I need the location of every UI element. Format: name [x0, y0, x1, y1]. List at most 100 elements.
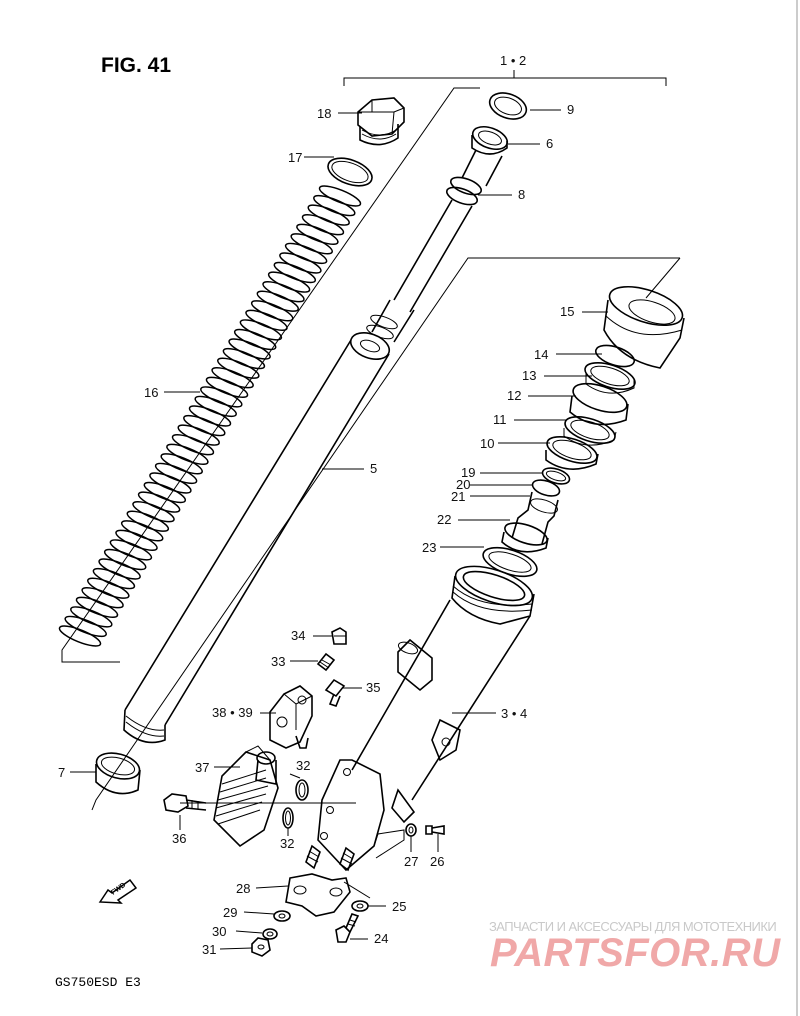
callout-26: 26 [430, 854, 444, 869]
spring-washer-30 [262, 928, 278, 940]
spring-coil [58, 625, 102, 647]
washer-20 [531, 479, 561, 497]
spring-coil [115, 529, 158, 551]
callout-8: 8 [518, 187, 525, 202]
spring-coil [166, 443, 209, 465]
callout-11: 11 [493, 412, 507, 427]
spring-coil [279, 252, 322, 274]
spring-coil [64, 615, 107, 638]
figure-title: FIG. 41 [101, 54, 171, 77]
spacer-21-22 [501, 491, 559, 553]
callout-labels: 1 • 2 18 9 6 17 8 15 16 14 13 12 11 10 5… [58, 53, 574, 957]
spring-coil [233, 328, 277, 351]
spring-coil [87, 577, 130, 599]
spring-coil [149, 472, 192, 494]
spring-coil [228, 338, 271, 360]
callout-9: 9 [567, 102, 574, 117]
callout-34: 34 [291, 628, 305, 643]
spring-coil [250, 300, 294, 322]
spring-coil [256, 290, 300, 312]
bolt-24 [335, 913, 360, 943]
callout-35: 35 [366, 680, 380, 695]
spring-coil [171, 434, 215, 456]
spring-coil [183, 414, 226, 437]
ring-19 [541, 467, 571, 485]
spring-coil [239, 319, 283, 341]
spring-coil [267, 271, 311, 293]
callout-6: 6 [546, 136, 553, 151]
spring-coil [205, 376, 249, 398]
guide-bush-11 [563, 416, 617, 446]
callout-1-2: 1 • 2 [500, 53, 526, 68]
callout-33: 33 [271, 654, 285, 669]
watermark-tagline: ЗАПЧАСТИ И АКСЕССУАРЫ ДЛЯ МОТОТЕХНИКИ [489, 919, 777, 934]
spring-coil [126, 510, 170, 532]
callout-10: 10 [480, 436, 494, 451]
damper-rod [366, 125, 509, 343]
spring-coil [188, 405, 232, 427]
fork-spring [58, 185, 362, 647]
spring-coil [273, 261, 317, 284]
spring-coil [143, 481, 187, 504]
spring-coil [301, 214, 345, 236]
spring-coil [177, 424, 220, 446]
assembly-outline-lower [91, 257, 681, 811]
spring-coil [103, 548, 147, 571]
spring-coil [284, 242, 328, 265]
callout-15: 15 [560, 304, 574, 319]
spring-coil [245, 309, 288, 331]
model-code: GS750ESD E3 [55, 975, 141, 990]
callout-14: 14 [534, 347, 548, 362]
callout-24: 24 [374, 931, 388, 946]
caliper-holder-37 [213, 745, 279, 848]
callout-37: 37 [195, 760, 209, 775]
callout-21: 21 [451, 489, 465, 504]
spring-coil [318, 185, 362, 207]
callout-18: 18 [317, 106, 331, 121]
leader-lines [70, 109, 608, 950]
forward-arrow-icon: FWD [98, 878, 138, 904]
watermark: ЗАПЧАСТИ И АКСЕССУАРЫ ДЛЯ МОТОТЕХНИКИ PA… [489, 919, 780, 975]
axle-holder-28 [285, 873, 351, 917]
callout-38-39: 38 • 39 [212, 705, 253, 720]
spring-coil [313, 194, 356, 217]
callout-32-upper: 32 [296, 758, 310, 773]
callout-7: 7 [58, 765, 65, 780]
callout-29: 29 [223, 905, 237, 920]
spring-coil [217, 357, 260, 379]
spring-coil [70, 606, 113, 628]
callout-36: 36 [172, 831, 186, 846]
callout-13: 13 [522, 368, 536, 383]
bolt-35 [324, 678, 346, 707]
spring-coil [120, 520, 164, 542]
o-ring-32-upper [295, 779, 309, 801]
callout-5: 5 [370, 461, 377, 476]
callout-27: 27 [404, 854, 418, 869]
spring-coil [132, 501, 175, 523]
callout-23: 23 [422, 540, 436, 555]
callout-25: 25 [392, 899, 406, 914]
callout-31: 31 [202, 942, 216, 957]
callout-17: 17 [288, 150, 302, 165]
washer-27 [405, 823, 417, 837]
callout-16: 16 [144, 385, 158, 400]
assembly-outline-upper [61, 87, 480, 663]
dust-seal-15 [603, 285, 685, 369]
spring-coil [296, 223, 339, 245]
callout-20: 20 [456, 477, 470, 492]
spring-coil [92, 567, 136, 590]
spring-coil [160, 453, 203, 475]
fork-cap-bolt [357, 97, 405, 146]
callout-22: 22 [437, 512, 451, 527]
ring-9 [488, 92, 528, 120]
nut-31 [251, 937, 271, 957]
slide-bushing-7 [95, 752, 141, 795]
holder-38-39 [269, 685, 313, 749]
bolt-26 [425, 825, 445, 835]
spring-coil [98, 558, 141, 580]
callout-32-lower: 32 [280, 836, 294, 851]
washer-29 [273, 910, 291, 922]
spring-coil [262, 281, 305, 303]
callout-3-4: 3 • 4 [501, 706, 527, 721]
outer-tube [305, 565, 535, 872]
